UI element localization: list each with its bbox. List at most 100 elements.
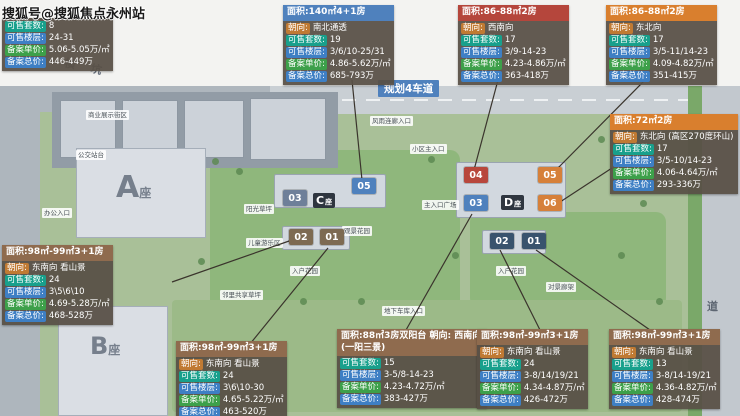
area-label: 面积:	[6, 247, 28, 257]
commercial-building	[250, 98, 326, 160]
unit-callout: 面积:98㎡-99㎡3+1房 朝向:东南向 看山景 可售套数:24 可售楼层:3…	[2, 245, 113, 325]
floors-row: 可售楼层:3-5/8-14-23	[340, 370, 484, 382]
unit-price-label: 备案单价:	[340, 382, 381, 394]
area-value: 86-88㎡2房	[483, 7, 537, 17]
area-value: 98㎡-99㎡3+1房	[27, 247, 104, 257]
unit-price-label: 备案单价:	[5, 45, 46, 56]
orientation-label: 朝向:	[461, 22, 485, 34]
total-price-label: 备案总价:	[5, 310, 46, 322]
area-label: 面积:	[462, 7, 484, 17]
area-value: 98㎡-99㎡3+1房	[502, 331, 579, 341]
units-row: 可售套数:17	[613, 143, 735, 155]
units-row: 可售套数:24	[179, 370, 284, 382]
total-price-value: 351-415万	[652, 70, 697, 81]
callout-header: 面积:72㎡2房	[610, 114, 738, 130]
floors-row: 可售楼层:3/6/10-25/31	[286, 46, 391, 58]
block-letter: B	[90, 332, 109, 360]
floors-label: 可售楼层:	[5, 286, 46, 298]
tree	[428, 156, 435, 163]
callout-header: 面积:140㎡4+1房	[283, 5, 394, 21]
area-label: 面积:	[614, 116, 636, 126]
unit-price-row: 备案单价:4.69-5.28万/㎡	[5, 298, 110, 310]
total-price-label: 备案总价:	[286, 70, 327, 82]
unit-price-row: 备案单价:4.65-5.22万/㎡	[179, 394, 284, 406]
street-name-right: 道	[707, 300, 718, 313]
total-price-value: 685-793万	[329, 70, 374, 81]
total-price-label: 备案总价:	[461, 70, 502, 82]
total-price-value: 383-427万	[383, 394, 428, 405]
floors-value: 3-8/14/19/21	[523, 370, 579, 381]
floors-label: 可售楼层:	[480, 370, 521, 382]
units-label: 可售套数:	[340, 358, 381, 370]
orientation-row: 朝向:东南向 看山景	[612, 346, 717, 358]
total-price-value: 428-474万	[655, 394, 700, 405]
orientation-label: 朝向:	[612, 346, 636, 358]
unit-callout: 面积:86-88㎡2房 朝向:西南向 可售套数:17 可售楼层:3/9-14-2…	[458, 5, 569, 85]
total-price-value: 463-520万	[222, 406, 267, 416]
unit-price-label: 备案单价:	[480, 382, 521, 394]
tree	[618, 252, 625, 259]
area-label: 面积:	[610, 7, 632, 17]
callout-header: 面积:98㎡-99㎡3+1房	[609, 329, 720, 345]
callout-header: 面积:86-88㎡2房	[458, 5, 569, 21]
block-suffix: 座	[139, 186, 152, 200]
callout-header: 面积:98㎡-99㎡3+1房	[477, 329, 588, 345]
building-marker-05: 05	[538, 167, 562, 183]
total-price-value: 446-449万	[48, 57, 93, 67]
floors-label: 可售楼层:	[286, 46, 327, 58]
orientation-value: 东南向 看山景	[31, 262, 86, 273]
units-value: 24	[222, 370, 234, 381]
units-label: 可售套数:	[480, 358, 521, 370]
units-label: 可售套数:	[286, 34, 327, 46]
units-label: 可售套数:	[179, 370, 220, 382]
block-label-a: A座	[116, 170, 151, 205]
units-value: 19	[329, 34, 341, 45]
total-price-row: 备案总价:293-336万	[613, 179, 735, 191]
unit-price-label: 备案单价:	[286, 58, 327, 70]
floors-row: 可售楼层:3-8/14/19/21	[480, 370, 585, 382]
building-marker-03: 03	[283, 190, 307, 206]
orientation-value: 东北向	[635, 22, 662, 33]
units-row: 可售套数:13	[612, 358, 717, 370]
building-marker-02: 02	[289, 229, 313, 245]
total-price-row: 备案总价:426-472万	[480, 394, 585, 406]
unit-price-value: 4.86-5.62万/㎡	[329, 58, 391, 69]
map-label: 公交站台	[76, 150, 106, 160]
callout-header: 面积:88㎡3房双阳台 朝向: 西南向 (一阳三景)	[337, 329, 487, 357]
unit-price-value: 4.69-5.28万/㎡	[48, 298, 110, 309]
area-value: 86-88㎡2房	[631, 7, 685, 17]
map-label: 主入口广场	[422, 200, 459, 210]
building-marker-06: 06	[538, 195, 562, 211]
orientation-row: 朝向:东南向 看山景	[480, 346, 585, 358]
floors-row: 可售楼层:3\5\6\10	[5, 286, 110, 298]
callout-header: 面积:98㎡-99㎡3+1房	[2, 245, 113, 261]
orientation-label: 朝向:	[609, 22, 633, 34]
unit-price-row: 备案单价:5.06-5.05万/㎡	[5, 45, 110, 56]
unit-price-value: 4.65-5.22万/㎡	[222, 394, 284, 405]
total-price-row: 备案总价:428-474万	[612, 394, 717, 406]
total-price-label: 备案总价:	[5, 57, 46, 68]
total-price-value: 293-336万	[656, 179, 701, 190]
floors-row: 可售楼层:3\6\10-30	[179, 382, 284, 394]
tree	[236, 168, 243, 175]
floors-label: 可售楼层:	[5, 33, 46, 44]
map-label: 儿童游乐区	[246, 238, 283, 248]
area-label: 面积:	[481, 331, 503, 341]
orientation-row: 朝向:东南向 看山景	[179, 358, 284, 370]
building-marker-03: 03	[464, 195, 488, 211]
floors-label: 可售楼层:	[609, 46, 650, 58]
callout-header: 面积:86-88㎡2房	[606, 5, 717, 21]
floors-label: 可售楼层:	[612, 370, 653, 382]
map-label: 办公入口	[42, 208, 72, 218]
area-label: 面积:	[613, 331, 635, 341]
map-label: 小区主入口	[410, 144, 447, 154]
unit-price-label: 备案单价:	[179, 394, 220, 406]
total-price-row: 备案总价:446-449万	[5, 57, 110, 68]
building-marker-02: 02	[490, 233, 514, 249]
floors-row: 可售楼层:3/5-11/14-23	[609, 46, 714, 58]
block-suffix: 座	[514, 200, 522, 208]
floors-value: 3\5\6\10	[48, 286, 85, 297]
total-price-label: 备案总价:	[179, 406, 220, 416]
floors-row: 可售楼层:3-8/14-19/21	[612, 370, 717, 382]
